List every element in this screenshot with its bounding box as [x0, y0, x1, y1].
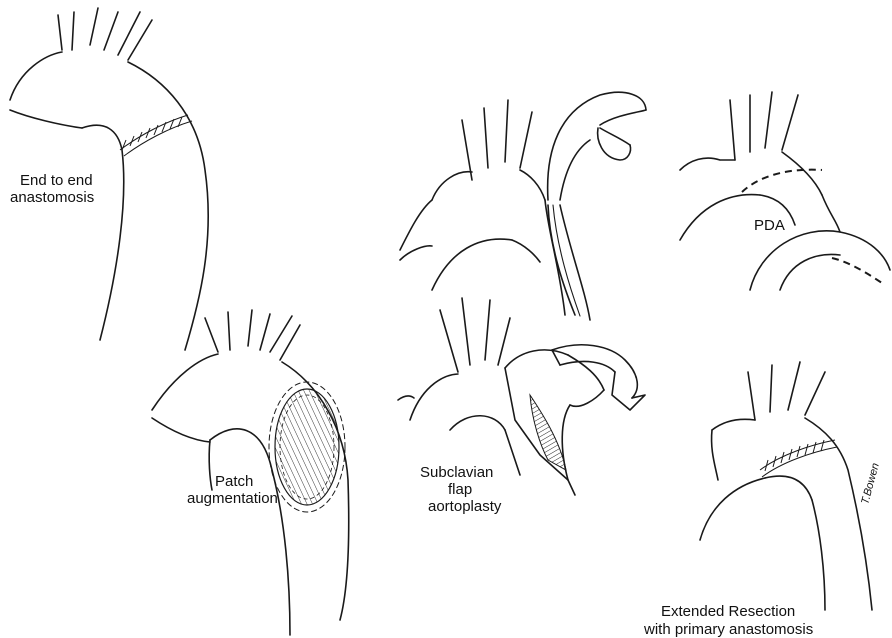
label-end-to-end: End to end anastomosis [10, 172, 97, 206]
artist-signature: T.Bowen [859, 462, 882, 506]
aorta-drawing [700, 362, 872, 610]
label-extended-resection: Extended Resection with primary anastomo… [643, 603, 813, 638]
anastomosis-suture-line [760, 440, 837, 477]
panel-subclavian-flap-upper [400, 92, 646, 320]
label-pda: PDA [754, 217, 785, 234]
panel-subclavian-flap-lower: Subclavian flap aortoplasty [398, 298, 645, 515]
panel-end-to-end-anastomosis: End to end anastomosis [10, 8, 208, 350]
label-subclavian: Subclavian flap aortoplasty [420, 464, 502, 515]
label-patch: Patch augmentation [187, 473, 278, 507]
anastomosis-suture-line [120, 115, 192, 156]
panel-patch-augmentation: Patch augmentation [152, 310, 349, 635]
patch-graft [269, 382, 345, 512]
panel-pda: PDA [680, 92, 890, 290]
panel-extended-resection: T.Bowen Extended Resection with primary … [643, 362, 882, 638]
